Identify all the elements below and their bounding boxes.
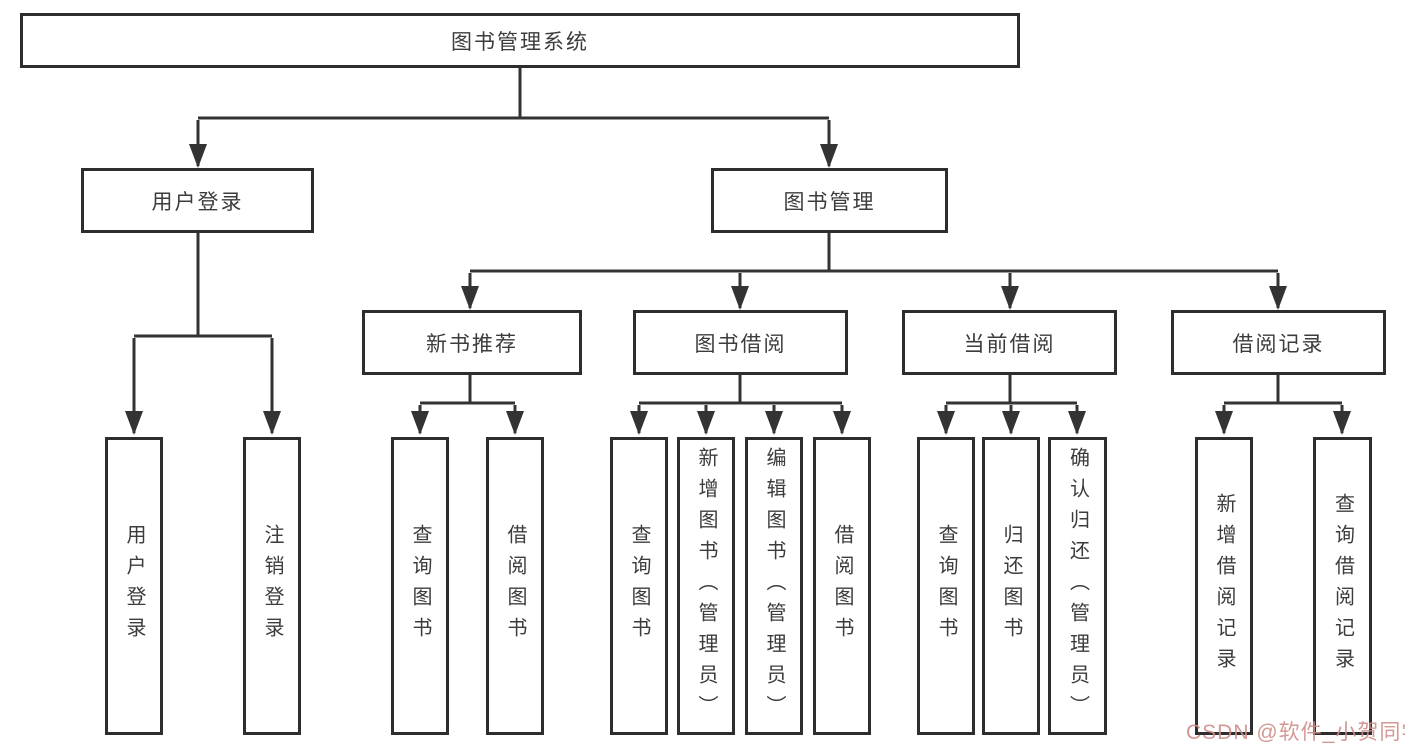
connector-book-mgmt-spine (470, 233, 1278, 273)
leaf-add-book-admin-label: 新增图书（管理员） (695, 446, 717, 726)
leaf-return-books-label: 归还图书 (1000, 524, 1022, 648)
connector-root-spine (198, 68, 829, 120)
leaf-borrow-books-borrowing-label: 借阅图书 (831, 524, 853, 648)
leaf-add-book-admin: 新增图书（管理员） (677, 437, 735, 735)
node-book-borrowing-label: 图书借阅 (694, 332, 787, 356)
leaf-query-books-current: 查询图书 (917, 437, 975, 735)
node-book-management: 图书管理 (711, 168, 948, 233)
leaf-borrow-books-borrowing: 借阅图书 (813, 437, 871, 735)
leaf-query-books-recommend-label: 查询图书 (409, 524, 431, 648)
leaf-confirm-return-admin-label: 确认归还（管理员） (1066, 446, 1089, 726)
node-user-login: 用户登录 (81, 168, 314, 233)
connector-new-book-spine (420, 375, 515, 405)
node-book-borrowing: 图书借阅 (633, 310, 848, 375)
leaf-logout-login-label: 注销登录 (261, 524, 283, 648)
leaf-edit-book-admin: 编辑图书（管理员） (745, 437, 803, 735)
node-borrowing-records-label: 借阅记录 (1232, 332, 1325, 356)
node-new-book-recommend-label: 新书推荐 (426, 332, 518, 356)
leaf-query-books-current-label: 查询图书 (935, 524, 957, 648)
node-borrowing-records: 借阅记录 (1171, 310, 1386, 375)
leaf-user-login-label: 用户登录 (123, 524, 145, 648)
leaf-logout-login: 注销登录 (243, 437, 301, 735)
connector-current-borrow-spine (946, 375, 1077, 405)
leaf-query-books-recommend: 查询图书 (391, 437, 449, 735)
connector-book-borrow-spine (639, 375, 842, 405)
node-current-borrowing-label: 当前借阅 (963, 332, 1056, 356)
leaf-query-books-borrowing-label: 查询图书 (628, 524, 650, 648)
leaf-add-borrow-record-label: 新增借阅记录 (1213, 493, 1235, 679)
leaf-query-borrow-record-label: 查询借阅记录 (1331, 493, 1354, 679)
leaf-user-login: 用户登录 (105, 437, 163, 735)
leaf-add-borrow-record: 新增借阅记录 (1195, 437, 1253, 735)
leaf-query-books-borrowing: 查询图书 (610, 437, 668, 735)
node-new-book-recommend: 新书推荐 (362, 310, 582, 375)
connector-user-login-spine (134, 233, 272, 338)
leaf-query-borrow-record: 查询借阅记录 (1313, 437, 1372, 735)
connector-borrow-record-spine (1224, 375, 1342, 405)
node-book-management-label: 图书管理 (783, 190, 876, 214)
leaf-borrow-books-recommend-label: 借阅图书 (504, 524, 526, 648)
node-current-borrowing: 当前借阅 (902, 310, 1117, 375)
leaf-return-books: 归还图书 (982, 437, 1040, 735)
leaf-confirm-return-admin: 确认归还（管理员） (1048, 437, 1107, 735)
node-root-system-label: 图书管理系统 (451, 30, 589, 54)
node-user-login-label: 用户登录 (151, 190, 244, 214)
leaf-borrow-books-recommend: 借阅图书 (486, 437, 544, 735)
leaf-edit-book-admin-label: 编辑图书（管理员） (763, 446, 785, 726)
node-root-system: 图书管理系统 (20, 13, 1020, 68)
